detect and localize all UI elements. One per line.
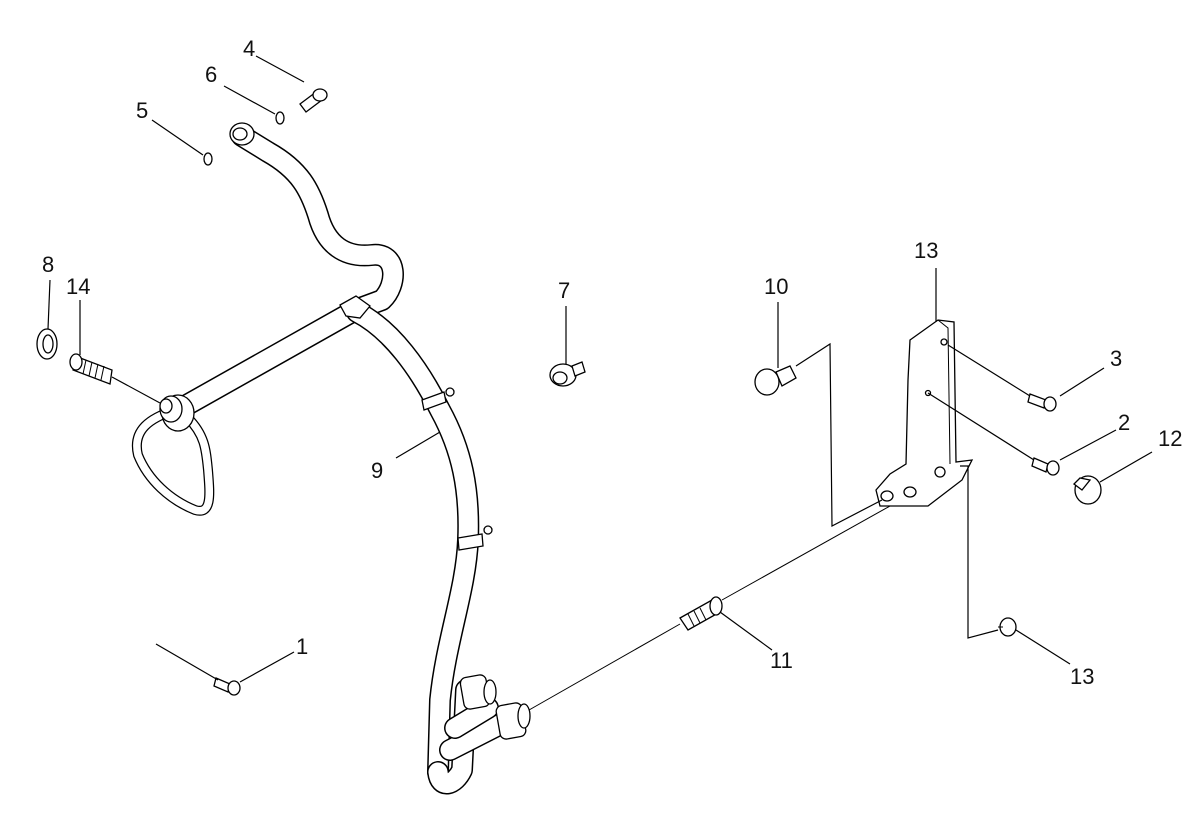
part-13-bracket — [875, 319, 974, 507]
part-11-coupling — [679, 596, 723, 631]
callout-13-top: 13 — [914, 238, 938, 263]
part-4-nipple — [299, 88, 328, 113]
callout-13-bottom: 13 — [1070, 664, 1094, 689]
callout-2: 2 — [1118, 410, 1130, 435]
callout-1: 1 — [296, 634, 308, 659]
part-10-plug — [754, 365, 797, 396]
callout-12: 12 — [1158, 426, 1182, 451]
callout-7: 7 — [558, 278, 570, 303]
callout-4: 4 — [243, 36, 255, 61]
part-13-rivet — [998, 617, 1017, 637]
tube-clamps — [421, 387, 493, 551]
part-8-washer — [36, 328, 58, 360]
bottom-connectors — [459, 674, 531, 740]
tee-fitting — [339, 295, 371, 319]
part-12-cap — [1073, 475, 1102, 505]
callout-labels: 4 6 5 8 14 7 10 13 3 2 12 9 1 11 13 — [42, 36, 1182, 689]
part-3-screw — [1027, 393, 1057, 412]
leader-lines — [47, 55, 1153, 683]
tube-assembly — [131, 125, 891, 795]
callout-14: 14 — [66, 274, 90, 299]
callout-6: 6 — [205, 62, 217, 87]
part-1-screw — [213, 677, 241, 696]
part-14-fitting — [69, 353, 161, 404]
part-2-screw — [1031, 457, 1060, 476]
callout-8: 8 — [42, 252, 54, 277]
callout-11: 11 — [770, 648, 793, 673]
part-7-clip — [549, 361, 586, 387]
callout-9: 9 — [371, 458, 383, 483]
part-6-o-ring — [275, 111, 285, 125]
part-5-o-ring — [203, 152, 213, 166]
tube-open-end — [229, 122, 255, 146]
callout-10: 10 — [764, 274, 788, 299]
callout-5: 5 — [136, 98, 148, 123]
loop-fitting — [159, 394, 195, 432]
callout-3: 3 — [1110, 346, 1122, 371]
